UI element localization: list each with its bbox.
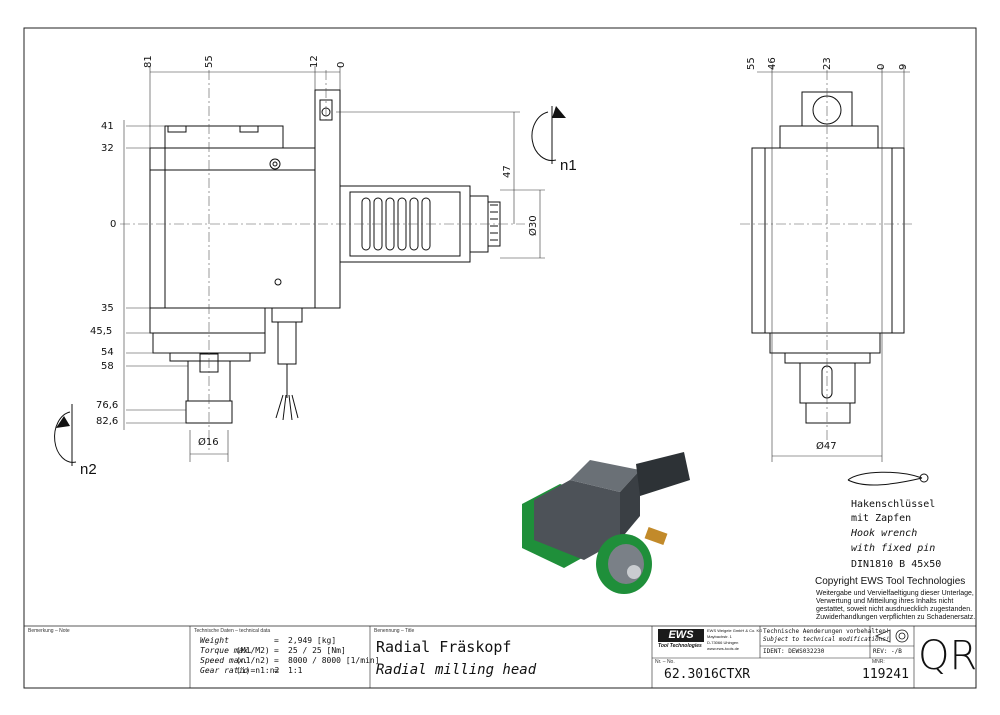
remark-label: Bemerkung – Note: [28, 628, 70, 634]
tech-row-label: Torque max.: [200, 646, 253, 655]
ident: IDENT: DEWS032230: [763, 648, 825, 655]
tech-row-value: 25 / 25 [Nm]: [288, 646, 346, 655]
company-line-4: www.ews-tools.de: [707, 646, 740, 651]
tech-row-unit: (i)=n1:n2: [236, 666, 280, 675]
tech-label: Technische Daten – technical data: [194, 628, 271, 634]
3d-render-image: [522, 452, 690, 594]
tech-row-eq: =: [274, 656, 279, 665]
tech-row-value: 8000 / 8000 [1/min]: [288, 656, 380, 665]
wrench-line-4: with fixed pin: [851, 543, 936, 554]
tech-row-eq: =: [274, 636, 279, 645]
tech-row-label: Weight: [200, 636, 229, 645]
ews-logo: EWS: [658, 629, 704, 642]
copyright-line-4: Zuwiderhandlungen verpflichten zu Schade…: [816, 614, 976, 621]
ews-logo-sub: Tool Technologies: [658, 643, 702, 649]
company-line-2: Maybachstr. 1: [707, 634, 732, 639]
copyright-line-2: Verwertung und Mitteilung ihres Inhalts …: [816, 598, 954, 605]
fv-dim-d47: Ø47: [816, 441, 837, 452]
company-line-1: EWS Weigele GmbH & Co. KG: [707, 628, 763, 633]
label-n1: n1: [560, 157, 577, 174]
tech-row-label: Gear ratio: [200, 666, 249, 675]
dim-left-76-6: 76,6: [96, 400, 119, 411]
company-line-3: D-73066 Uhingen: [707, 640, 739, 645]
nr-label: Nr. – No.: [655, 659, 675, 665]
wrench-line-2: mit Zapfen: [851, 513, 912, 524]
qr-code-label: QR: [918, 633, 978, 679]
rev: REV: -/B: [873, 648, 902, 655]
tech-row-eq: =: [274, 646, 279, 655]
title-en: Radial milling head: [376, 662, 537, 678]
dim-left-0: 0: [110, 219, 117, 230]
dim-left-32: 32: [101, 143, 114, 154]
mnr-number: 119241: [862, 667, 909, 682]
dim-bottom-d16: Ø16: [198, 437, 219, 448]
tech-row-label: Speed max.: [200, 656, 249, 665]
notice-en: Subject to technical modifications!: [763, 636, 890, 643]
dim-left-82-6: 82,6: [96, 416, 119, 427]
dim-left-41: 41: [101, 121, 114, 132]
tech-row-unit: (n1/n2): [236, 656, 270, 665]
copyright-title: Copyright EWS Tool Technologies: [815, 576, 966, 587]
tech-row-value: 1:1: [288, 666, 303, 675]
notice-de: Technische Aenderungen vorbehalten!: [763, 628, 890, 635]
wrench-line-1: Hakenschlüssel: [851, 499, 936, 510]
dim-left-45-5: 45,5: [90, 326, 113, 337]
tech-row-unit: (M1/M2): [236, 646, 270, 655]
dim-left-54: 54: [101, 347, 114, 358]
label-n2: n2: [80, 461, 97, 478]
part-number: 62.3016CTXR: [664, 667, 751, 682]
mnr-label: MNR:: [872, 659, 885, 665]
dim-left-58: 58: [101, 361, 114, 372]
copyright-line-3: gestattet, soweit nicht ausdruecklich zu…: [816, 606, 973, 613]
copyright-line-1: Weitergabe und Vervielfaeltigung dieser …: [816, 590, 974, 597]
tech-row-value: 2,949 [kg]: [288, 636, 337, 645]
tech-row-eq: =: [274, 666, 279, 675]
drawing-frame: [23, 27, 977, 689]
wrench-line-3: Hook wrench: [851, 528, 918, 539]
dim-left-35: 35: [101, 303, 114, 314]
name-label: Benennung – Title: [374, 628, 415, 634]
title-de: Radial Fräskopf: [376, 638, 512, 656]
wrench-line-5: DIN1810 B 45x50: [851, 559, 942, 570]
